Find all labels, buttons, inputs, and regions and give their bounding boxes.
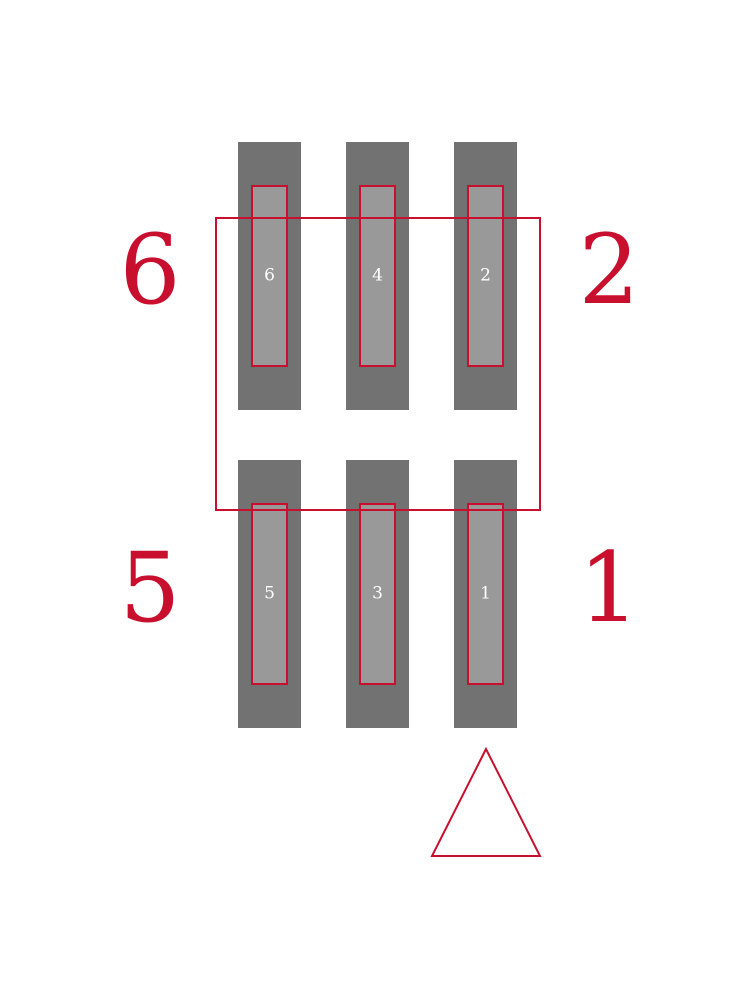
pad-number: 3 [372, 584, 383, 604]
pad-paste [251, 503, 288, 685]
pin-label-bottom-right: 1 [578, 532, 639, 644]
pad-number: 2 [480, 266, 491, 286]
pad-3: 3 [346, 460, 409, 728]
pad-number: 1 [480, 584, 491, 604]
pad-number: 4 [372, 266, 383, 286]
pad-5: 5 [238, 460, 301, 728]
pad-paste [359, 185, 396, 367]
pad-number: 5 [264, 584, 275, 604]
pad-paste [467, 503, 504, 685]
pad-2: 2 [454, 142, 517, 410]
triangle-icon [430, 746, 542, 857]
pad-6: 6 [238, 142, 301, 410]
pin-label-bottom-left: 5 [119, 532, 180, 644]
pad-1: 1 [454, 460, 517, 728]
pin-label-top-left: 6 [119, 214, 180, 326]
pad-paste [251, 185, 288, 367]
pad-4: 4 [346, 142, 409, 410]
pad-paste [359, 503, 396, 685]
pad-paste [467, 185, 504, 367]
pad-number: 6 [264, 266, 275, 286]
pin-label-top-right: 2 [578, 214, 639, 326]
body-outline [215, 217, 541, 511]
